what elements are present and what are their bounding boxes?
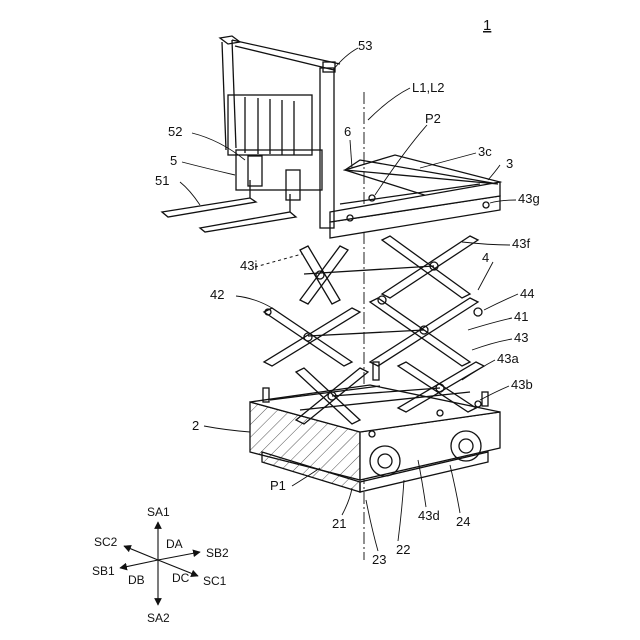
axis-arrow-SC2 xyxy=(124,546,158,560)
axis-label-SA1: SA1 xyxy=(147,505,170,519)
label-3: 3 xyxy=(506,156,513,171)
label-21: 21 xyxy=(332,516,346,531)
axis-arrow-SB2 xyxy=(158,552,200,560)
base-chassis xyxy=(250,362,500,492)
label-P2: P2 xyxy=(425,111,441,126)
label-43b: 43b xyxy=(511,377,533,392)
label-53: 53 xyxy=(358,38,372,53)
label-6: 6 xyxy=(344,124,351,139)
label-43g: 43g xyxy=(518,191,540,206)
axis-label-DC: DC xyxy=(172,571,190,585)
axis-label-SC2: SC2 xyxy=(94,535,118,549)
label-44: 44 xyxy=(520,286,534,301)
label-43f: 43f xyxy=(512,236,530,251)
axis-label-SB2: SB2 xyxy=(206,546,229,560)
platform xyxy=(330,155,500,238)
direction-axes xyxy=(120,522,200,605)
hidden-line-43i xyxy=(255,254,302,267)
axis-label-DB: DB xyxy=(128,573,145,587)
label-42: 42 xyxy=(210,287,224,302)
axis-label-SA2: SA2 xyxy=(147,611,170,625)
label-52: 52 xyxy=(168,124,182,139)
axis-label-SC1: SC1 xyxy=(203,574,227,588)
axis-label-DA: DA xyxy=(166,537,183,551)
label-24: 24 xyxy=(456,514,470,529)
figure-number: 1 xyxy=(483,17,491,34)
label-P1: P1 xyxy=(270,478,286,493)
label-L1-L2: L1,L2 xyxy=(412,80,445,95)
axis-labels: SA1 SA2 SB2 SB1 SC1 SC2 DA DB DC xyxy=(92,505,229,625)
mast-and-forks xyxy=(162,36,340,232)
label-41: 41 xyxy=(514,309,528,324)
label-22: 22 xyxy=(396,542,410,557)
label-2: 2 xyxy=(192,418,199,433)
label-43d: 43d xyxy=(418,508,440,523)
axis-arrow-SB1 xyxy=(120,560,158,568)
label-5: 5 xyxy=(170,153,177,168)
label-43: 43 xyxy=(514,330,528,345)
label-51: 51 xyxy=(155,173,169,188)
label-3c: 3c xyxy=(478,144,492,159)
label-23: 23 xyxy=(372,552,386,567)
label-43a: 43a xyxy=(497,351,519,366)
axis-label-SB1: SB1 xyxy=(92,564,115,578)
label-43i: 43i xyxy=(240,258,257,273)
label-4: 4 xyxy=(482,250,489,265)
